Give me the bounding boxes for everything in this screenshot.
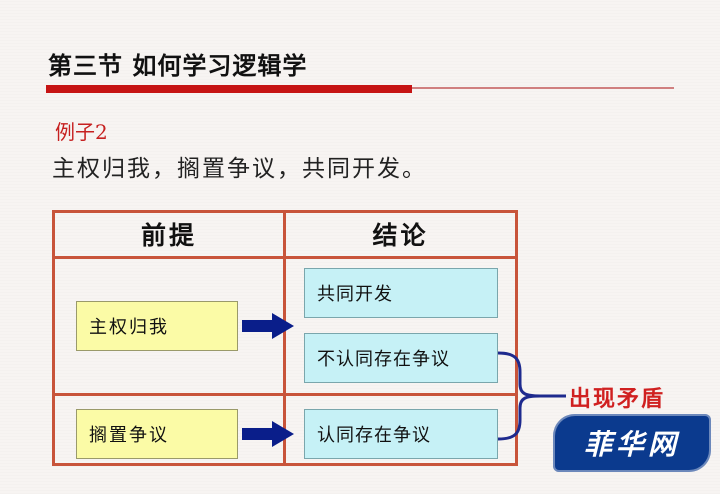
table-column-divider — [283, 210, 286, 466]
brace-icon — [497, 351, 566, 441]
premise-header: 前提 — [140, 221, 197, 250]
table-row-divider — [52, 393, 518, 396]
title-underline — [46, 85, 412, 93]
title-underline-thin — [412, 87, 674, 89]
example-label: 例子2 — [55, 120, 108, 144]
right-arrow-icon — [242, 313, 294, 339]
conclusion-box: 共同开发 — [304, 268, 498, 318]
table-header-divider — [52, 256, 518, 259]
conclusion-box: 认同存在争议 — [304, 409, 498, 459]
contradiction-label: 出现矛盾 — [569, 387, 666, 412]
premise-box: 搁置争议 — [76, 409, 238, 459]
watermark-text: 菲华网 — [583, 428, 680, 461]
conclusion-box: 不认同存在争议 — [304, 333, 498, 383]
right-arrow-icon — [242, 421, 294, 447]
conclusion-header: 结论 — [372, 221, 429, 250]
example-statement: 主权归我，搁置争议，共同开发。 — [52, 156, 427, 182]
slide-title: 第三节 如何学习逻辑学 — [48, 52, 308, 80]
premise-box: 主权归我 — [76, 301, 238, 351]
site-watermark-logo: 菲华网 — [553, 414, 711, 472]
